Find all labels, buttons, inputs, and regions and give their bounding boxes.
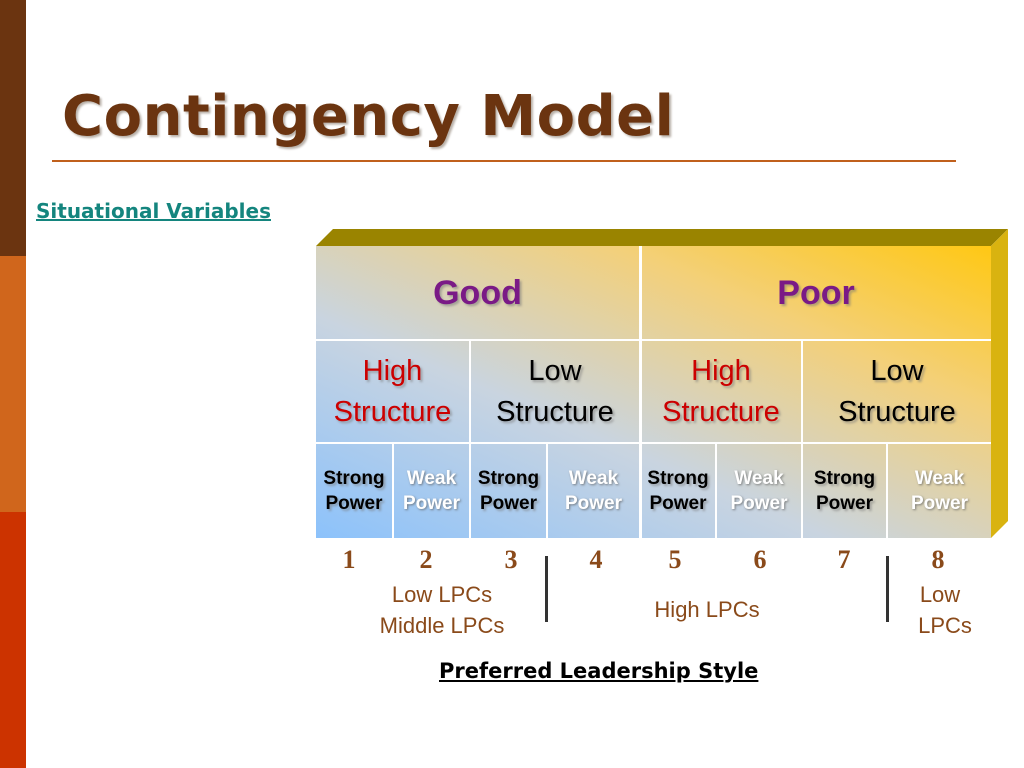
octant-number-2: 2 <box>419 545 433 574</box>
structure-level: Low <box>528 354 582 387</box>
group-divider-right <box>886 556 889 622</box>
power-word: Power <box>402 492 461 514</box>
octant-number-8: 8 <box>931 545 945 574</box>
title-rule <box>52 160 956 162</box>
octant-number-4: 4 <box>589 545 603 574</box>
power-level: Weak <box>914 467 965 489</box>
grid-line <box>801 340 803 538</box>
grid-line <box>469 340 471 538</box>
power-level: Strong <box>813 467 876 489</box>
middle-lpcs-label: Middle LPCs <box>379 613 505 638</box>
preferred-leadership-style-link[interactable]: Preferred Leadership Style <box>439 659 759 683</box>
octant-number-5: 5 <box>668 545 682 574</box>
box-top-face <box>316 229 1008 246</box>
structure-level: High <box>362 354 423 387</box>
power-word: Power <box>649 492 707 514</box>
power-level: Weak <box>734 467 784 489</box>
structure-level: Low <box>870 354 924 387</box>
low-label: Low <box>919 582 961 607</box>
structure-word: Structure <box>838 395 956 428</box>
power-word: Power <box>325 492 383 514</box>
octant-number-3: 3 <box>504 545 518 574</box>
power-level: Weak <box>406 467 457 489</box>
power-word: Power <box>564 492 623 514</box>
octant-number-7: 7 <box>837 545 851 574</box>
power-level: Strong <box>323 467 385 489</box>
structure-level: High <box>691 354 751 387</box>
power-word: Power <box>815 492 874 514</box>
lpc-group-right: Low LPCs <box>900 579 990 641</box>
octant-number-1: 1 <box>342 545 356 574</box>
low-lpcs-label: Low LPCs <box>391 582 493 607</box>
power-level: Strong <box>647 467 709 489</box>
power-level: Weak <box>568 467 619 489</box>
slide-title: Contingency Model <box>62 84 675 149</box>
box-side-face <box>991 229 1008 538</box>
situational-variables-link[interactable]: Situational Variables <box>36 199 271 223</box>
grid-line <box>546 443 548 538</box>
relation-poor: Poor <box>777 273 855 312</box>
power-word: Power <box>730 492 788 514</box>
grid-line <box>392 443 394 538</box>
lpc-group-left: Low LPCs Middle LPCs <box>352 579 532 641</box>
relation-good: Good <box>433 273 522 312</box>
octant-number-6: 6 <box>753 545 767 574</box>
structure-word: Structure <box>333 395 452 428</box>
side-bar-bottom <box>0 512 26 768</box>
high-lpcs-label: High LPCs <box>654 597 760 622</box>
grid-line <box>639 246 642 538</box>
side-bar-top <box>0 0 26 256</box>
side-bar-middle <box>0 256 26 512</box>
grid-line <box>316 442 991 444</box>
power-word: Power <box>910 492 969 514</box>
lpcs-label: LPCs <box>918 613 972 638</box>
power-word: Power <box>479 492 538 514</box>
structure-word: Structure <box>496 395 614 428</box>
power-level: Strong <box>477 467 540 489</box>
grid-line <box>886 443 888 538</box>
grid-line <box>715 443 717 538</box>
grid-line <box>316 339 991 341</box>
structure-word: Structure <box>662 395 780 428</box>
group-divider-left <box>545 556 548 622</box>
